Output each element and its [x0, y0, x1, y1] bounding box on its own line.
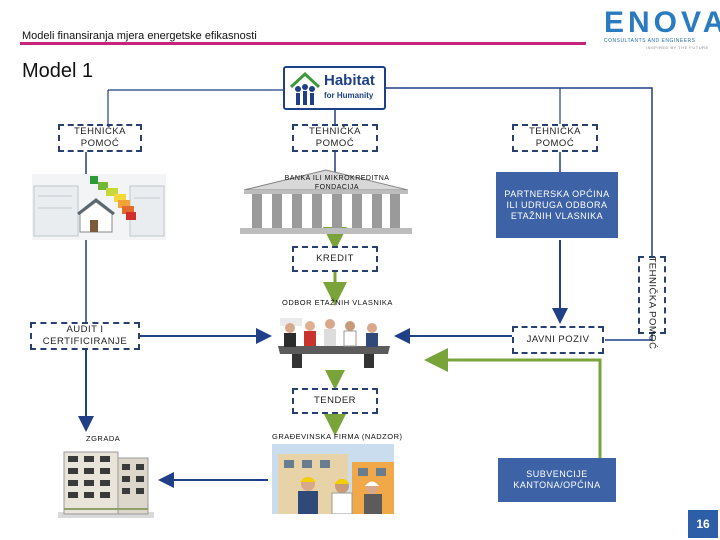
energy-blueprint-image [32, 174, 166, 240]
enova-logo-subtitle: CONSULTANTS AND ENGINEERS [604, 38, 696, 44]
model-title: Model 1 [22, 60, 94, 82]
box-tp-vertical: TEHNIČKA POMOĆ [638, 256, 666, 350]
header-rule [20, 42, 586, 45]
gradevinska-label: GRAĐEVINSKA FIRMA (NADZOR) [272, 432, 403, 441]
box-tender: TENDER [292, 388, 378, 414]
box-tp-vertical-label: TEHNIČKA POMOĆ [646, 256, 658, 350]
box-tp-left: TEHNIČKA POMOĆ [58, 124, 142, 152]
enova-logo: ENOVA CONSULTANTS AND ENGINEERS INSPIRED… [600, 6, 720, 52]
box-tp-center: TEHNIČKA POMOĆ [292, 124, 378, 152]
zgrada-label: ZGRADA [86, 434, 121, 443]
box-audit: AUDIT I CERTIFICIRANJE [30, 322, 140, 350]
header-title: Modeli finansiranja mjera energetske efi… [22, 30, 257, 42]
bank-label: BANKA ILI MIKROKREDITNA FONDACIJA [284, 175, 390, 191]
construction-workers-image [272, 444, 394, 514]
apartment-building-image [58, 451, 154, 518]
habitat-logo: Habitat for Humanity [283, 66, 386, 110]
box-partner: PARTNERSKA OPĆINA ILI UDRUGA ODBORA ETAŽ… [496, 172, 618, 238]
habitat-logo-subtitle: for Humanity [324, 91, 374, 100]
box-kredit: KREDIT [292, 246, 378, 272]
box-subvencije: SUBVENCIJE KANTONA/OPĆINA [498, 458, 616, 502]
habitat-logo-name: Habitat [324, 72, 375, 89]
box-tp-right: TEHNIČKA POMOĆ [512, 124, 598, 152]
enova-logo-tagline: INSPIRED BY THE FUTURE [646, 45, 709, 50]
page-number: 16 [688, 510, 718, 538]
habitat-connector-line [386, 87, 653, 260]
habitat-house-icon [289, 71, 321, 105]
subvencije-arrow [424, 348, 602, 458]
odbor-label: ODBOR ETAŽNIH VLASNIKA [282, 298, 393, 307]
enova-logo-letters: ENOVA [604, 6, 720, 39]
meeting-image [272, 310, 394, 370]
box-javni-poziv: JAVNI POZIV [512, 326, 604, 354]
bank-building-image [240, 169, 412, 234]
